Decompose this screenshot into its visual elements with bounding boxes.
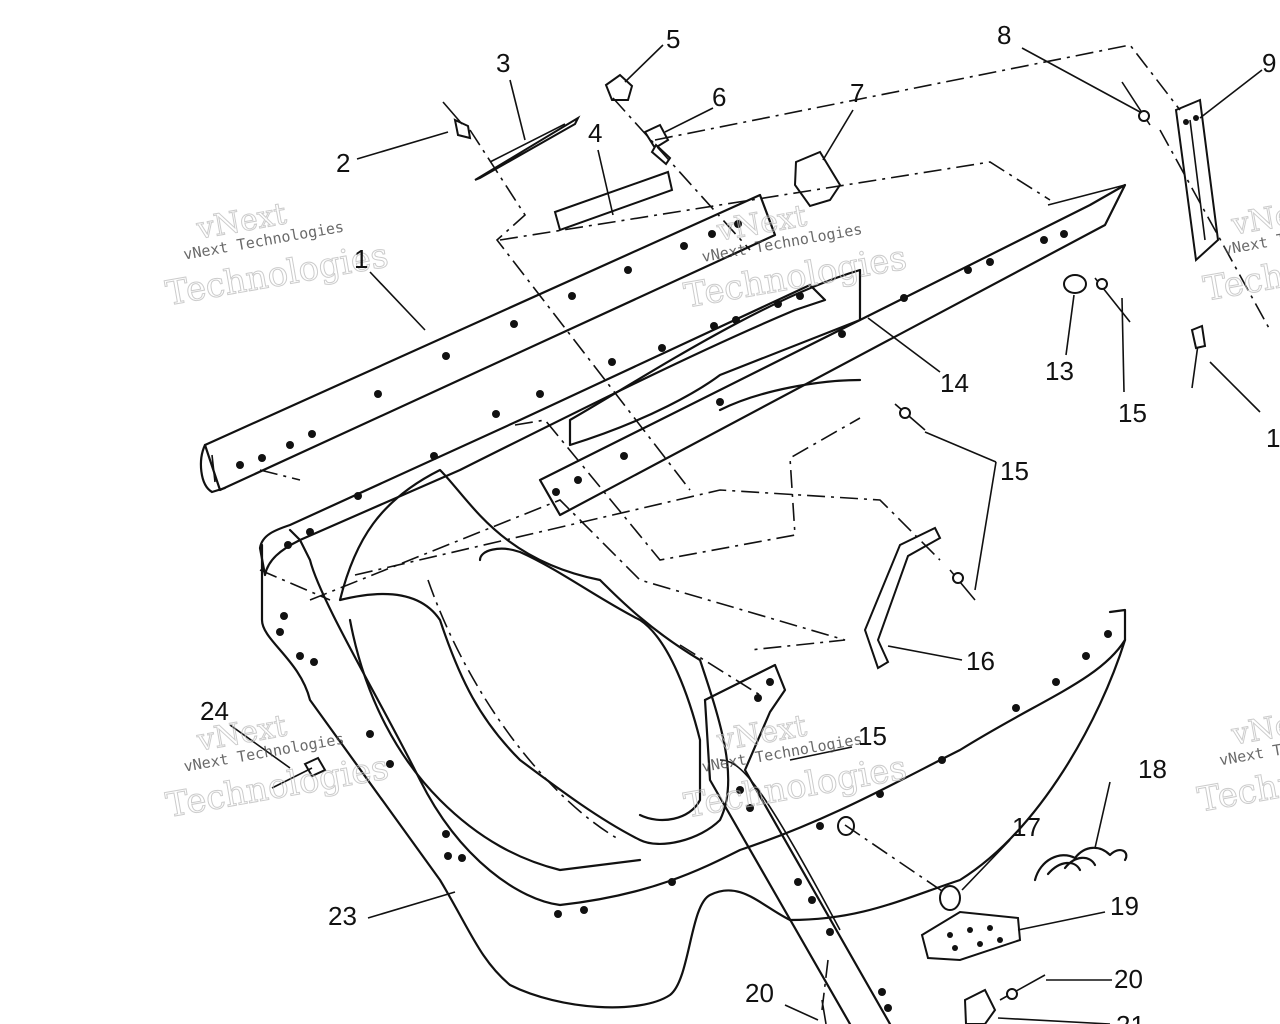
callout-16: 16 bbox=[966, 646, 995, 676]
callout-5: 5 bbox=[666, 24, 680, 54]
watermark-group-6: vNext vNext Technologies Technologies bbox=[1194, 702, 1280, 821]
callout-1: 1 bbox=[354, 244, 368, 274]
part-15-pin-middle bbox=[894, 403, 926, 431]
watermark-group-4: vNext vNext Technologies Technologies bbox=[163, 708, 393, 826]
callout-8: 8 bbox=[997, 20, 1011, 50]
callout-1-right: 1 bbox=[1266, 423, 1280, 453]
callout-15-lower: 15 bbox=[858, 721, 887, 751]
part-16-bracket bbox=[863, 526, 942, 670]
part-17-plug bbox=[837, 816, 961, 911]
part-23-body bbox=[258, 283, 1127, 1009]
part-8-screw bbox=[1121, 81, 1151, 126]
part-6-bolt bbox=[643, 123, 672, 166]
callout-17: 17 bbox=[1012, 812, 1041, 842]
callout-13: 13 bbox=[1045, 356, 1074, 386]
leader-lines bbox=[229, 44, 1263, 1024]
assembly-lines bbox=[259, 44, 1271, 1011]
callout-14: 14 bbox=[940, 368, 969, 398]
part-4-strip bbox=[553, 170, 674, 232]
part-18-spring bbox=[1033, 846, 1128, 882]
center-bar bbox=[703, 663, 892, 1024]
part-2-rivet bbox=[442, 101, 472, 140]
callout-7: 7 bbox=[850, 78, 864, 108]
callout-24: 24 bbox=[200, 696, 229, 726]
part-15-pin-lower bbox=[949, 569, 976, 601]
part-9-hinge bbox=[1174, 98, 1220, 263]
callouts: 2 3 4 5 6 7 8 9 1 13 14 15 15 15 16 17 1… bbox=[200, 20, 1280, 1024]
callout-15-middle: 15 bbox=[1000, 456, 1029, 486]
callout-6: 6 bbox=[712, 82, 726, 112]
callout-20-right: 20 bbox=[1114, 964, 1143, 994]
part-14-rail bbox=[538, 183, 1127, 517]
callout-20-left: 20 bbox=[745, 978, 774, 1008]
callout-21: 21 bbox=[1116, 1010, 1145, 1024]
callout-19: 19 bbox=[1110, 891, 1139, 921]
part-1-rail bbox=[199, 193, 777, 494]
part-13-grommet bbox=[1063, 274, 1087, 294]
callout-23: 23 bbox=[328, 901, 357, 931]
callout-18: 18 bbox=[1138, 754, 1167, 784]
part-20-pin bbox=[821, 974, 1046, 1024]
callout-9: 9 bbox=[1262, 48, 1276, 78]
part-24-nut bbox=[271, 756, 327, 789]
callout-2: 2 bbox=[336, 148, 350, 178]
part-15-pin-upper bbox=[1094, 277, 1131, 323]
part-7-latch bbox=[793, 150, 842, 208]
callout-15-upper: 15 bbox=[1118, 398, 1147, 428]
part-1-rod-right bbox=[1190, 324, 1207, 389]
callout-3: 3 bbox=[496, 48, 510, 78]
part-21-clamp bbox=[963, 988, 997, 1024]
watermark-group-5: vNext vNext Technologies Technologies bbox=[681, 708, 911, 827]
part-19-plate bbox=[920, 910, 1022, 962]
cover-plate bbox=[568, 268, 862, 447]
callout-4: 4 bbox=[588, 118, 602, 148]
part-3-strip bbox=[474, 115, 581, 181]
